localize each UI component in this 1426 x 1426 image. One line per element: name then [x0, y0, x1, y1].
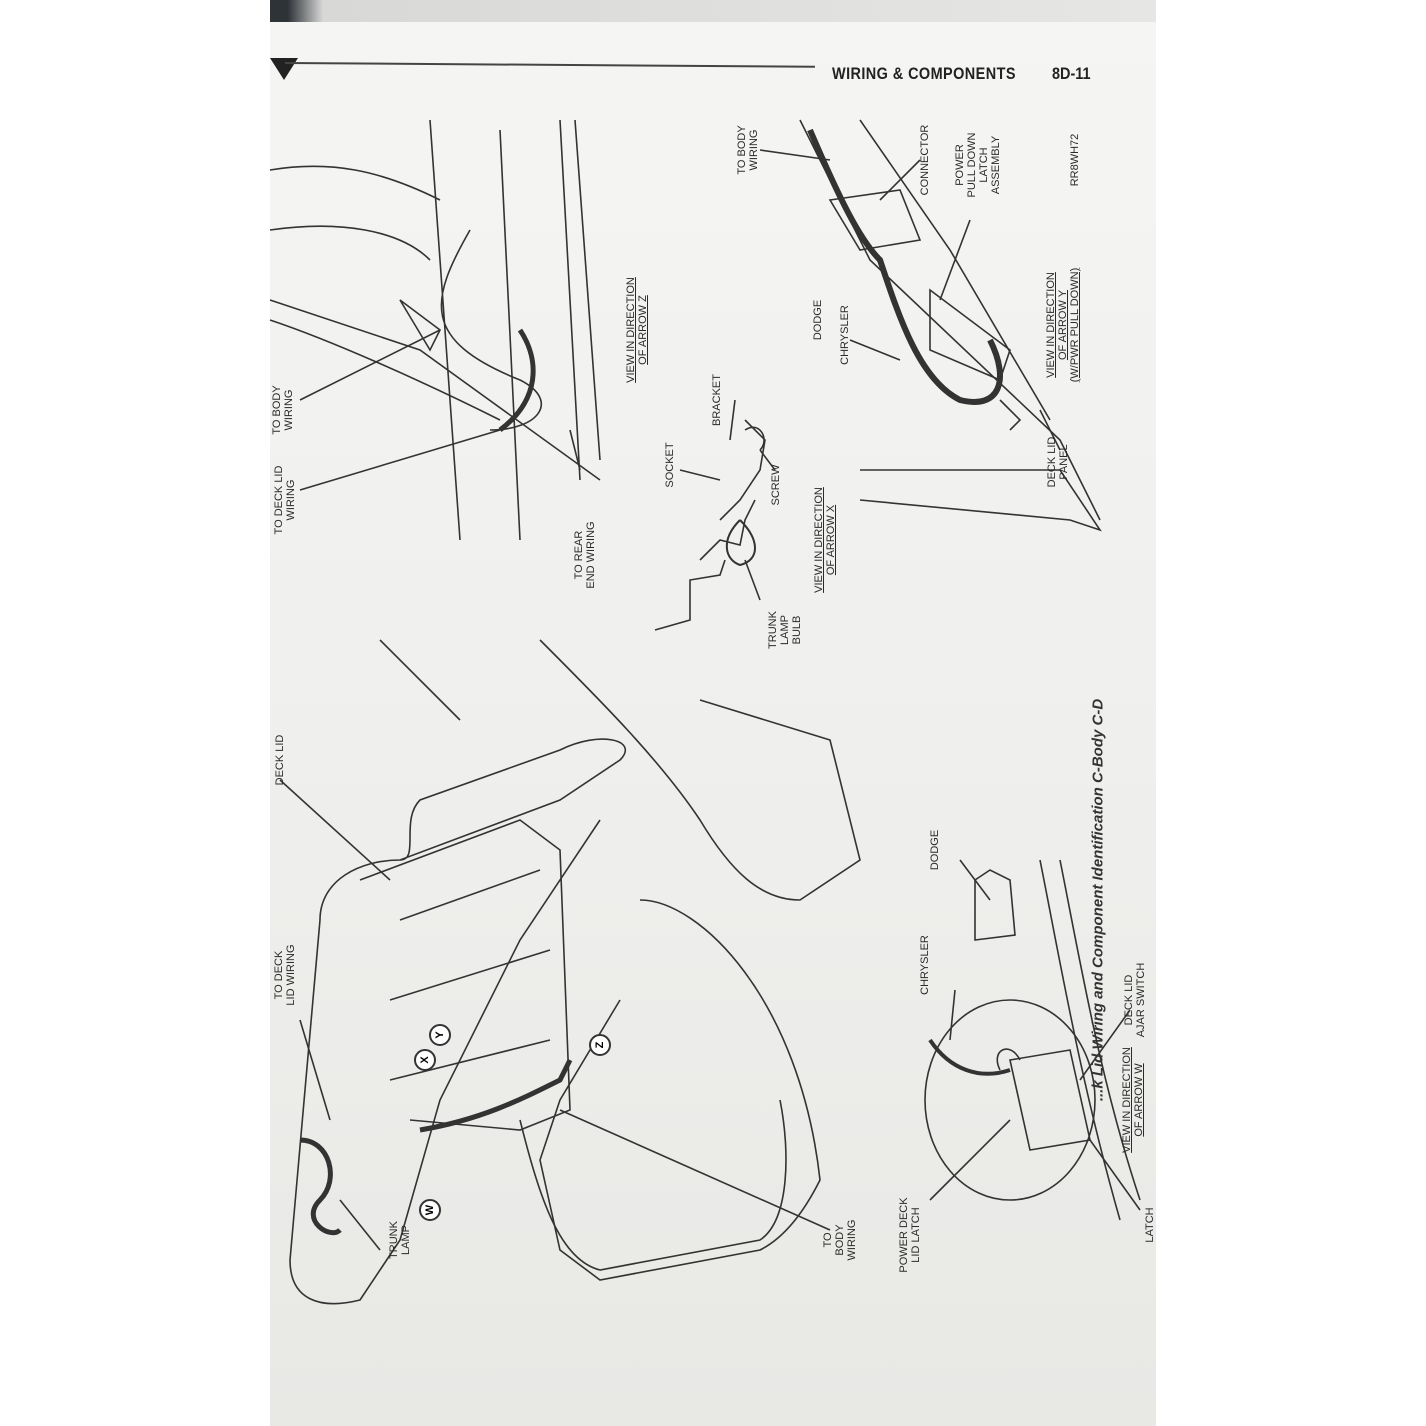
- label-chrysler-y: CHRYSLER: [839, 305, 851, 365]
- figure-code: RR8WH72: [1069, 133, 1081, 187]
- arrow-x-marker: X: [414, 1049, 436, 1071]
- view-x-drawing: [654, 399, 776, 631]
- label-bracket: BRACKET: [711, 374, 723, 426]
- arrow-y-marker: Y: [429, 1024, 451, 1046]
- label-socket: SOCKET: [664, 442, 676, 488]
- label-connector: CONNECTOR: [919, 124, 931, 196]
- page-number: 8D-11: [1052, 64, 1091, 83]
- label-latch-partial: LATCH: [1144, 1207, 1156, 1243]
- label-dodge-y: DODGE: [812, 299, 824, 341]
- label-screw: SCREW: [770, 464, 782, 506]
- section-title: WIRING & COMPONENTS: [832, 64, 1016, 83]
- label-deck-lid: DECK LID: [274, 734, 286, 786]
- label-chrysler-w: CHRYSLER: [919, 935, 931, 995]
- arrow-w-marker: W: [419, 1199, 441, 1221]
- view-z-drawing: [269, 119, 601, 541]
- view-y-drawing: [759, 119, 1102, 532]
- figure-caption: ...k Lid Wiring and Component Identifica…: [1089, 698, 1107, 1102]
- main-deck-lid-drawing: [279, 639, 861, 1305]
- arrow-z-marker: Z: [589, 1034, 611, 1056]
- label-dodge-w: DODGE: [929, 829, 941, 871]
- page-surface: [270, 22, 1156, 1426]
- view-w-drawing: [924, 859, 1141, 1221]
